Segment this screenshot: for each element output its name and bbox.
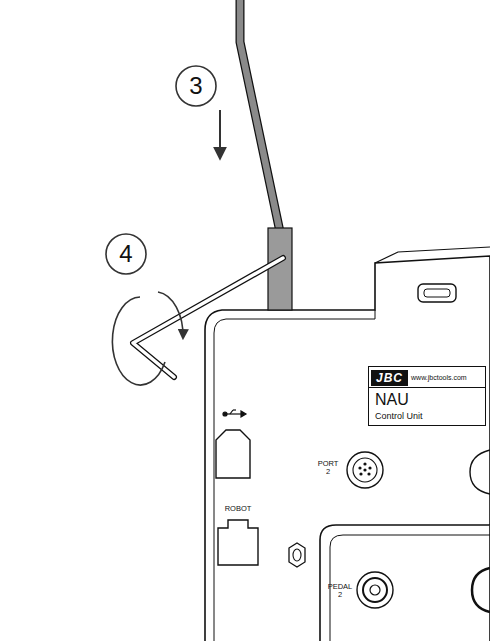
port-label: PORT 2 (315, 460, 341, 476)
hex-key (133, 258, 283, 377)
callout-number: 3 (181, 73, 211, 98)
unit-caption: Control Unit (369, 409, 485, 425)
port-label: PEDAL 2 (326, 583, 354, 599)
housing-top (375, 247, 490, 263)
label-plate: JBCwww.jbctools.comNAUControl Unit (368, 366, 486, 426)
callout-number: 4 (111, 241, 141, 266)
plate-header: JBCwww.jbctools.com (369, 367, 485, 388)
motion-arrow (219, 110, 221, 158)
rod (240, 0, 280, 232)
pedal-connector (357, 572, 393, 608)
port-connector (347, 452, 383, 488)
brand-logo: JBC (371, 370, 408, 386)
port-label: ROBOT (218, 505, 258, 513)
callout-circle (106, 234, 146, 274)
rod-sleeve (268, 228, 292, 310)
plate-body: NAUControl Unit (369, 388, 485, 425)
usb-symbol (223, 410, 246, 417)
housing (205, 256, 490, 641)
pedal-panel (320, 525, 490, 641)
rotation-arrow (112, 297, 165, 385)
robot-port (218, 520, 258, 565)
website: www.jbctools.com (411, 374, 467, 381)
usb-port (216, 430, 250, 478)
hex-nut (289, 543, 305, 567)
handle-slot (418, 284, 456, 302)
model-name: NAU (369, 388, 485, 409)
callout-circle (176, 66, 216, 106)
